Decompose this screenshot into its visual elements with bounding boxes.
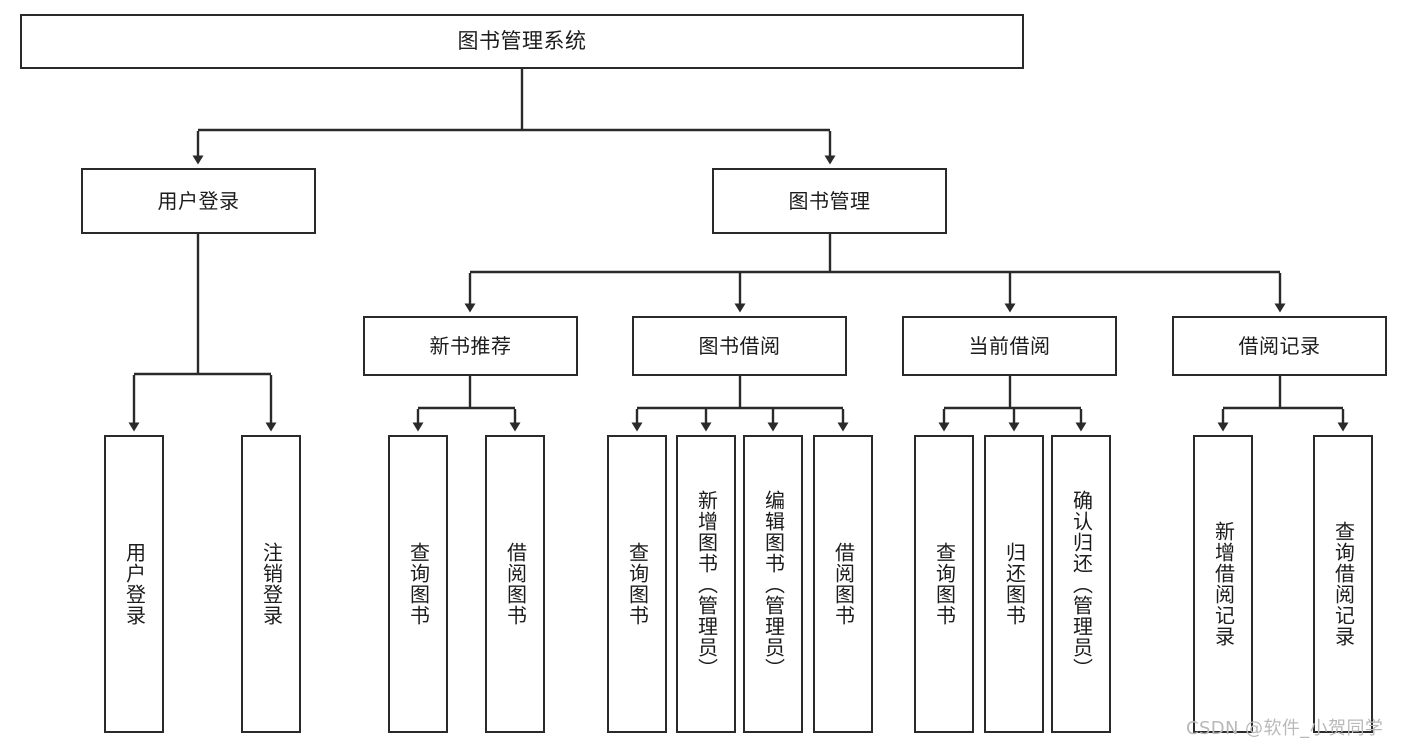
node-label: 注销登录 [259,542,284,626]
node-leaf-query-borrow-record[interactable]: 查询借阅记录 [1313,435,1373,733]
node-label: 归还图书 [1002,542,1027,626]
node-label: 新增图书（管理员） [694,489,719,679]
node-label: 新增借阅记录 [1211,521,1236,647]
node-label: 借阅图书 [831,542,856,626]
node-label: 用户登录 [122,542,147,626]
node-label: 查询图书 [406,542,431,626]
node-leaf-query-book-recommend[interactable]: 查询图书 [388,435,448,733]
node-leaf-user-login[interactable]: 用户登录 [104,435,164,733]
node-leaf-return-book[interactable]: 归还图书 [984,435,1044,733]
node-root-book-management-system[interactable]: 图书管理系统 [20,14,1024,69]
node-leaf-add-book[interactable]: 新增图书（管理员） [676,435,736,733]
node-borrow-record[interactable]: 借阅记录 [1172,316,1387,376]
node-current-borrow[interactable]: 当前借阅 [902,316,1117,376]
node-leaf-borrow-book[interactable]: 借阅图书 [813,435,873,733]
node-leaf-borrow-book-recommend[interactable]: 借阅图书 [485,435,545,733]
node-label: 图书管理系统 [457,28,587,53]
node-leaf-query-book-current[interactable]: 查询图书 [914,435,974,733]
node-label: 当前借阅 [968,334,1051,358]
node-label: 查询图书 [932,542,957,626]
node-leaf-add-borrow-record[interactable]: 新增借阅记录 [1193,435,1253,733]
node-label: 查询借阅记录 [1331,521,1356,647]
node-label: 用户登录 [157,189,240,213]
node-leaf-confirm-return[interactable]: 确认归还（管理员） [1051,435,1111,733]
node-label: 查询图书 [625,542,650,626]
node-user-login[interactable]: 用户登录 [81,168,316,234]
node-label: 借阅图书 [503,542,528,626]
node-new-book-recommend[interactable]: 新书推荐 [363,316,578,376]
node-leaf-edit-book[interactable]: 编辑图书（管理员） [743,435,803,733]
node-label: 图书管理 [788,189,871,213]
node-label: 确认归还（管理员） [1069,489,1094,679]
node-book-management[interactable]: 图书管理 [712,168,947,234]
node-leaf-logout-login[interactable]: 注销登录 [241,435,301,733]
node-book-borrow[interactable]: 图书借阅 [632,316,847,376]
node-label: 编辑图书（管理员） [761,489,786,679]
watermark-text: CSDN @软件_小贺同学 [1186,718,1384,739]
node-label: 借阅记录 [1238,334,1321,358]
node-label: 图书借阅 [698,334,781,358]
node-label: 新书推荐 [429,334,512,358]
node-leaf-query-book-borrow[interactable]: 查询图书 [607,435,667,733]
